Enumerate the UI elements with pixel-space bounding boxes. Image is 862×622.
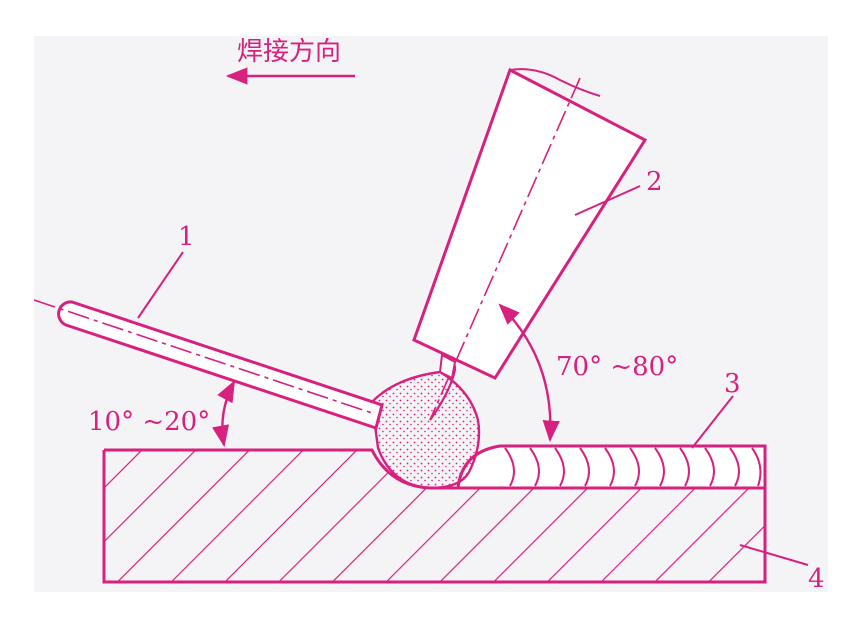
rod-angle-arc xyxy=(212,380,236,448)
leader-4 xyxy=(739,544,809,566)
torch-angle-label: 70° ~80° xyxy=(556,352,678,382)
leader-1 xyxy=(137,251,184,319)
leader-3 xyxy=(691,395,734,449)
part-label-2: 2 xyxy=(646,167,663,197)
torch-nozzle xyxy=(412,67,648,421)
part-label-4: 4 xyxy=(808,564,825,594)
weld-bead xyxy=(456,444,767,490)
torch-angle-arc xyxy=(498,303,560,443)
direction-label: 焊接方向 xyxy=(237,37,341,67)
leader-2 xyxy=(574,185,641,216)
molten-pool xyxy=(370,360,481,490)
part-label-1: 1 xyxy=(178,222,195,252)
filler-rod xyxy=(33,299,384,430)
part-label-3: 3 xyxy=(724,369,741,399)
rod-angle-label: 10° ~20° xyxy=(88,407,210,437)
